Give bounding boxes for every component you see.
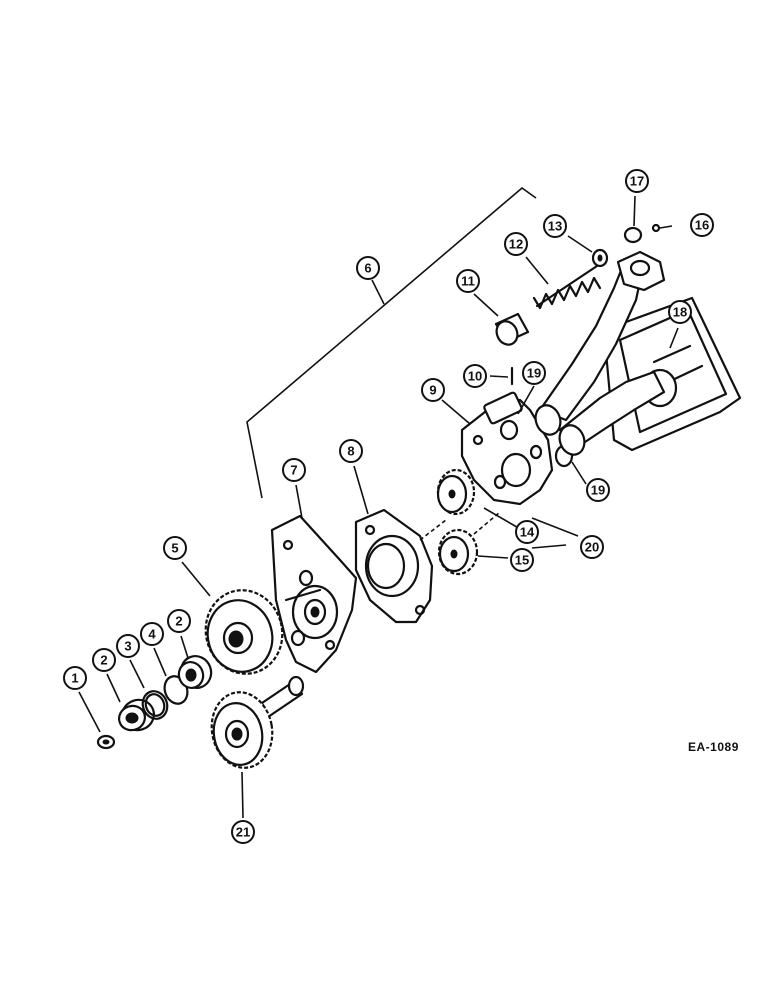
callout-5: 5 (163, 536, 187, 560)
callout-18: 18 (668, 300, 692, 324)
callout-3: 3 (116, 634, 140, 658)
callout-16: 16 (690, 213, 714, 237)
callout-2-left: 2 (92, 648, 116, 672)
callout-16-label: 16 (695, 218, 709, 233)
callout-7-label: 7 (290, 463, 297, 478)
part-seal (651, 223, 661, 233)
callout-12-label: 12 (509, 237, 523, 252)
part-idler-gear (204, 589, 284, 675)
callout-2-left-label: 2 (100, 653, 107, 668)
callout-4-label: 4 (148, 627, 156, 642)
callout-20: 20 (580, 535, 604, 559)
callout-13-label: 13 (548, 219, 562, 234)
callout-19-upper-label: 19 (527, 366, 541, 381)
callout-8: 8 (339, 439, 363, 463)
callout-6-label: 6 (364, 261, 371, 276)
part-o-ring-upper (499, 419, 519, 441)
callout-1-label: 1 (71, 671, 78, 686)
callout-7: 7 (282, 458, 306, 482)
callout-19-lower: 19 (586, 478, 610, 502)
part-ring (141, 690, 169, 720)
callout-6: 6 (356, 256, 380, 280)
callout-9: 9 (421, 378, 445, 402)
callout-2-right-label: 2 (175, 614, 182, 629)
callout-2-right: 2 (167, 609, 191, 633)
assembly-bracket-leader (371, 279, 385, 305)
callout-1: 1 (63, 666, 87, 690)
part-plunger (494, 312, 530, 346)
part-pump-cover (270, 514, 358, 674)
part-pump-gear-lower (437, 528, 479, 576)
leader-lines (78, 195, 679, 819)
part-o-ring-small (623, 226, 643, 244)
callout-12: 12 (504, 232, 528, 256)
callout-3-label: 3 (124, 639, 131, 654)
part-pump-body (354, 508, 434, 624)
callout-11-label: 11 (461, 274, 475, 289)
callout-20-label: 20 (585, 540, 599, 555)
callout-14-label: 14 (520, 525, 535, 540)
drawing-reference-code: EA-1089 (688, 740, 739, 754)
callout-5-label: 5 (171, 541, 178, 556)
part-drive-gear (210, 675, 305, 769)
part-oil-tubes-strainer (534, 250, 742, 456)
callout-13: 13 (543, 214, 567, 238)
part-pump-gear-upper (436, 468, 476, 516)
part-bearing-right (177, 655, 213, 689)
callout-11: 11 (456, 269, 480, 293)
part-spring (532, 264, 602, 310)
callout-19-upper: 19 (522, 361, 546, 385)
callout-21: 21 (231, 820, 255, 844)
callout-8-label: 8 (347, 444, 354, 459)
callout-10-label: 10 (468, 369, 482, 384)
callout-19-lower-label: 19 (591, 483, 605, 498)
callout-4: 4 (140, 622, 164, 646)
part-washer (591, 248, 609, 268)
assembly-bracket (246, 186, 537, 499)
callout-15: 15 (510, 548, 534, 572)
callout-15-label: 15 (515, 553, 529, 568)
callout-21-label: 21 (236, 825, 250, 840)
callout-18-label: 18 (673, 305, 687, 320)
part-pump-housing (460, 391, 554, 506)
callout-14: 14 (515, 520, 539, 544)
callout-9-label: 9 (429, 383, 436, 398)
callout-17: 17 (625, 169, 649, 193)
callout-17-label: 17 (630, 174, 644, 189)
callout-10: 10 (463, 364, 487, 388)
part-nut (96, 734, 116, 750)
